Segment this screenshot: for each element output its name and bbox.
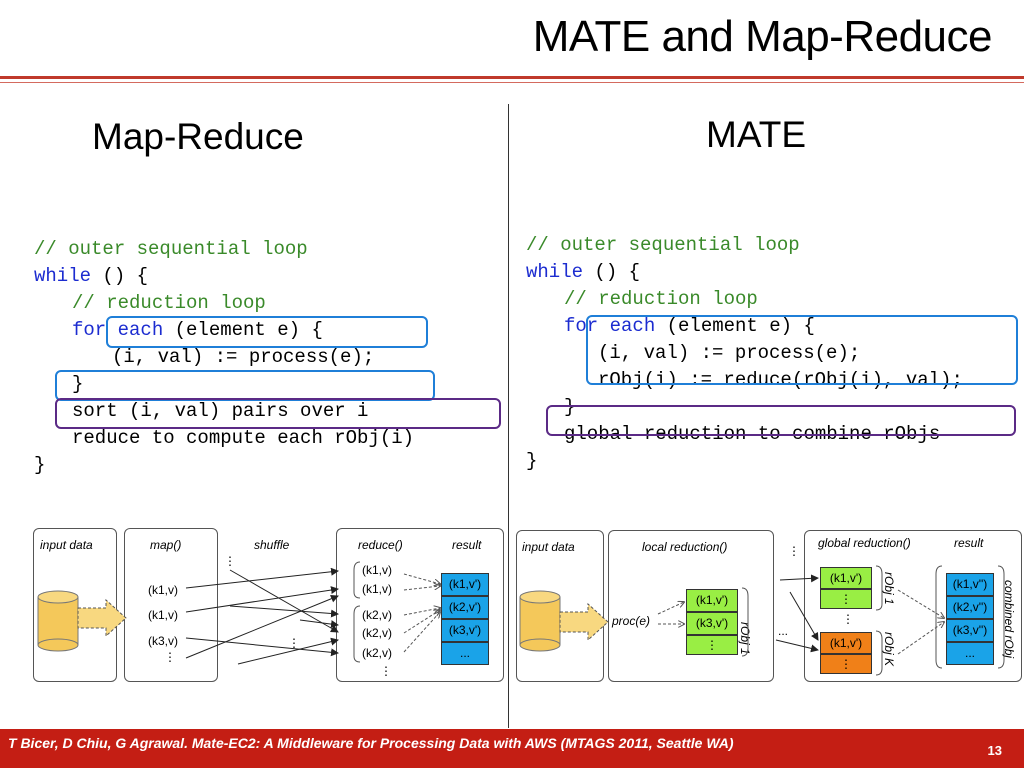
code-text: }	[72, 373, 84, 395]
result-cell: (k2,v')	[441, 596, 489, 619]
reduce-item: (k1,v)	[362, 582, 392, 596]
column-divider	[508, 104, 509, 728]
shuffle-arrows	[185, 567, 339, 665]
input-data-label: input data	[522, 540, 575, 554]
vertical-ellipsis: ⋮	[164, 650, 176, 664]
code-text: }	[526, 450, 538, 472]
code-comment: // outer sequential loop	[34, 238, 308, 260]
vertical-ellipsis: ⋮	[380, 664, 392, 678]
code-text: rObj(i) := reduce(rObj(i), val);	[598, 369, 963, 391]
flow-arrow-icon	[77, 598, 127, 638]
combine-arrows	[897, 589, 944, 655]
left-code-block: // outer sequential loop while () { // red…	[34, 209, 414, 479]
code-text: () {	[91, 265, 149, 287]
vertical-ellipsis: ⋮	[288, 636, 300, 650]
dots: ...	[778, 624, 789, 638]
code-comment: // reduction loop	[72, 292, 266, 314]
code-keyword: for each	[72, 319, 164, 341]
reduce-label: reduce()	[358, 538, 403, 552]
combined-result-cell: (k1,v'')	[946, 573, 994, 596]
global-brackets	[875, 565, 1005, 676]
reduce-item: (k2,v)	[362, 646, 392, 660]
global-arrows	[775, 574, 819, 653]
map-item: (k1,v)	[148, 583, 178, 597]
title-rule	[0, 76, 1024, 79]
sort-highlight-box	[55, 370, 435, 401]
code-comment: // reduction loop	[564, 288, 758, 310]
reduce-highlight-box	[55, 398, 501, 429]
left-heading: Map-Reduce	[92, 116, 304, 157]
combined-result-cell: (k3,v'')	[946, 619, 994, 642]
proc-label: proc(e)	[612, 614, 651, 628]
code-text: }	[34, 454, 46, 476]
result-cell: (k1,v')	[441, 573, 489, 596]
code-text: (i, val) := process(e);	[598, 342, 861, 364]
shuffle-label: shuffle	[254, 538, 290, 552]
reduce-item: (k1,v)	[362, 563, 392, 577]
local-reduction-label: local reduction()	[642, 540, 728, 554]
map-label: map()	[150, 538, 182, 552]
code-text: global reduction to combine rObjs	[564, 423, 941, 445]
code-text: (element e) {	[163, 319, 323, 341]
code-text: (element e) {	[655, 315, 815, 337]
vertical-ellipsis: ⋮	[788, 544, 800, 558]
local-cell: (k3,v')	[686, 612, 738, 635]
global-reduction-highlight-box	[546, 405, 1016, 436]
reduce-arrows	[403, 573, 440, 653]
result-cell: (k3,v')	[441, 619, 489, 642]
code-text: reduce to compute each rObj(i)	[72, 427, 415, 449]
local-cell: ⋮	[686, 635, 738, 655]
vertical-ellipsis: ⋮	[224, 554, 236, 568]
result-cell: ...	[441, 642, 489, 665]
reduce-item: (k2,v)	[362, 626, 392, 640]
global-reduction-label: global reduction()	[818, 536, 911, 550]
result-label: result	[452, 538, 482, 552]
global-bottom-cell: (k1,v')	[820, 632, 872, 654]
code-text: }	[564, 396, 576, 418]
input-data-label: input data	[40, 538, 93, 552]
combined-result-cell: ...	[946, 642, 994, 665]
code-text: sort (i, val) pairs over i	[72, 400, 369, 422]
page-number: 13	[987, 743, 1002, 758]
reduce-item: (k2,v)	[362, 608, 392, 622]
proc-arrows	[657, 602, 684, 624]
combined-result-cell: (k2,v'')	[946, 596, 994, 619]
footer-bar: T Bicer, D Chiu, G Agrawal. Mate-EC2: A …	[0, 729, 1024, 768]
code-keyword: while	[34, 265, 92, 287]
code-text: (i, val) := process(e);	[112, 346, 375, 368]
process-highlight-box	[106, 316, 428, 348]
map-item: (k1,v)	[148, 608, 178, 622]
title-rule-thin	[0, 82, 1024, 83]
global-bottom-cell: ⋮	[820, 654, 872, 674]
global-top-cell: ⋮	[820, 589, 872, 609]
result-label: result	[954, 536, 984, 550]
database-icon	[37, 590, 79, 652]
slide-title: MATE and Map-Reduce	[532, 12, 993, 61]
global-top-cell: (k1,v')	[820, 567, 872, 589]
code-comment: // outer sequential loop	[526, 234, 800, 256]
right-code-block: // outer sequential loop while () { // red…	[526, 205, 963, 475]
local-cell: (k1,v')	[686, 589, 738, 612]
local-bracket	[741, 587, 749, 657]
group-brackets	[353, 561, 361, 663]
map-item: (k3,v)	[148, 634, 178, 648]
map-panel	[124, 528, 218, 682]
right-heading: MATE	[706, 114, 807, 155]
process-reduce-highlight-box	[586, 315, 1018, 385]
citation-text: T Bicer, D Chiu, G Agrawal. Mate-EC2: A …	[8, 735, 734, 751]
code-keyword: while	[526, 261, 584, 283]
flow-arrow-icon	[559, 602, 609, 642]
code-text: () {	[583, 261, 641, 283]
database-icon	[519, 590, 561, 652]
vertical-ellipsis: ⋮	[842, 612, 854, 626]
